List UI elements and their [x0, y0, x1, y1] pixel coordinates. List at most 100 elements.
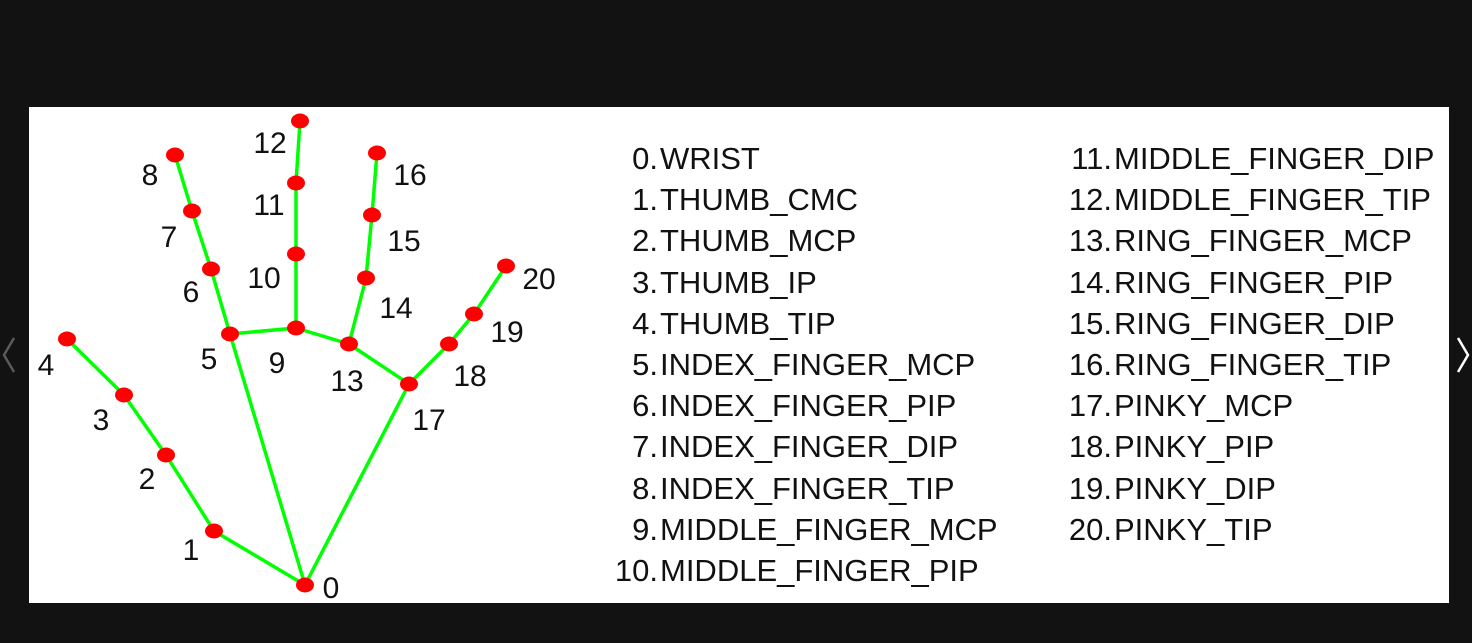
bone-5-9 [228, 326, 298, 336]
legend-index: 9. [632, 511, 658, 547]
legend-index: 17. [1068, 388, 1112, 424]
legend-name: RING_FINGER_DIP [1114, 305, 1395, 341]
legend-name: RING_FINGER_TIP [1114, 346, 1392, 382]
bone-13-17 [347, 342, 411, 386]
legend-item: 10.MIDDLE_FINGER_PIP [602, 550, 998, 591]
joint-9 [287, 320, 305, 336]
legend-item: 11.MIDDLE_FINGER_DIP [1056, 138, 1434, 179]
legend-name: THUMB_TIP [660, 305, 836, 341]
joint-label-2: 2 [139, 463, 156, 496]
joint-label-15: 15 [387, 225, 420, 258]
legend-name: MIDDLE_FINGER_DIP [1114, 141, 1435, 176]
joint-label-1: 1 [183, 534, 200, 567]
legend-name: THUMB_MCP [660, 223, 857, 259]
joint-label-13: 13 [330, 365, 363, 398]
legend-index: 13. [1068, 223, 1112, 259]
bone-11-12 [294, 119, 302, 185]
legend-name: PINKY_TIP [1114, 511, 1273, 547]
next-image-button[interactable] [1452, 334, 1472, 376]
legend-index: 8. [632, 470, 658, 506]
previous-image-button[interactable] [0, 334, 20, 376]
legend-item: 13.RING_FINGER_MCP [1056, 220, 1434, 261]
joint-label-10: 10 [247, 262, 280, 295]
joint-6 [202, 261, 220, 277]
joint-label-17: 17 [412, 404, 445, 437]
legend-item: 12.MIDDLE_FINGER_TIP [1056, 179, 1434, 220]
joint-16 [368, 145, 386, 161]
joint-label-4: 4 [38, 349, 55, 382]
joint-label-9: 9 [269, 347, 286, 380]
legend-index: 16. [1068, 346, 1112, 382]
legend-item: 15.RING_FINGER_DIP [1056, 303, 1434, 344]
legend-index: 11. [1071, 141, 1112, 176]
legend-item: 18.PINKY_PIP [1056, 426, 1434, 467]
hand-bones [65, 119, 508, 587]
legend-name: MIDDLE_FINGER_MCP [660, 511, 998, 547]
legend-item: 9.MIDDLE_FINGER_MCP [602, 509, 998, 550]
legend-index: 4. [632, 305, 658, 341]
legend-name: INDEX_FINGER_DIP [660, 429, 959, 465]
legend-index: 18. [1068, 429, 1112, 465]
legend-name: THUMB_IP [660, 264, 817, 300]
legend-name: PINKY_MCP [1114, 388, 1294, 424]
joint-8 [166, 147, 184, 163]
bone-5-6 [209, 267, 232, 336]
legend-item: 0.WRIST [602, 138, 998, 179]
joint-17 [400, 376, 418, 392]
legend-name: MIDDLE_FINGER_TIP [1114, 182, 1431, 218]
legend-index: 2. [632, 223, 658, 259]
legend-item: 6.INDEX_FINGER_PIP [602, 385, 998, 426]
joint-1 [205, 523, 223, 539]
chevron-left-icon [2, 337, 16, 373]
bone-13-14 [347, 276, 368, 346]
legend-item: 5.INDEX_FINGER_MCP [602, 344, 998, 385]
landmark-legend-right: 11.MIDDLE_FINGER_DIP 12.MIDDLE_FINGER_TI… [1056, 138, 1435, 550]
legend-item: 7.INDEX_FINGER_DIP [602, 426, 998, 467]
bone-17-18 [407, 342, 451, 386]
joint-13 [340, 336, 358, 352]
joint-label-0: 0 [323, 572, 340, 603]
legend-index: 15. [1068, 305, 1112, 341]
legend-index: 10. [614, 552, 658, 588]
joint-3 [115, 387, 133, 403]
joint-19 [465, 306, 483, 322]
joint-label-16: 16 [393, 159, 426, 192]
legend-index: 5. [632, 346, 658, 382]
joint-2 [157, 447, 175, 463]
joint-20 [497, 258, 515, 274]
legend-item: 20.PINKY_TIP [1056, 509, 1434, 550]
legend-item: 17.PINKY_MCP [1056, 385, 1434, 426]
bone-7-8 [173, 153, 194, 213]
joint-11 [287, 175, 305, 191]
legend-item: 1.THUMB_CMC [602, 179, 998, 220]
joint-label-3: 3 [93, 404, 110, 437]
legend-item: 4.THUMB_TIP [602, 303, 998, 344]
bone-1-2 [164, 453, 216, 533]
legend-index: 19. [1068, 470, 1112, 506]
legend-name: PINKY_DIP [1114, 470, 1276, 506]
bone-19-20 [472, 264, 508, 316]
joint-label-20: 20 [522, 263, 555, 296]
legend-name: RING_FINGER_PIP [1114, 264, 1394, 300]
joint-12 [291, 113, 309, 129]
legend-index: 14. [1068, 264, 1112, 300]
legend-item: 14.RING_FINGER_PIP [1056, 262, 1434, 303]
joint-label-14: 14 [379, 292, 412, 325]
bone-0-17 [303, 382, 411, 587]
joint-18 [440, 336, 458, 352]
bone-0-5 [228, 332, 307, 587]
bone-15-16 [370, 151, 379, 217]
joint-14 [357, 270, 375, 286]
legend-name: INDEX_FINGER_PIP [660, 388, 957, 424]
legend-name: INDEX_FINGER_TIP [660, 470, 955, 506]
legend-name: MIDDLE_FINGER_PIP [660, 552, 979, 588]
bone-9-13 [294, 326, 351, 346]
landmark-legend-left: 0.WRIST 1.THUMB_CMC 2.THUMB_MCP 3.THUMB_… [602, 138, 998, 591]
joint-label-7: 7 [161, 221, 178, 254]
legend-name: THUMB_CMC [660, 182, 859, 218]
chevron-right-icon [1456, 337, 1470, 373]
joint-label-18: 18 [453, 360, 486, 393]
